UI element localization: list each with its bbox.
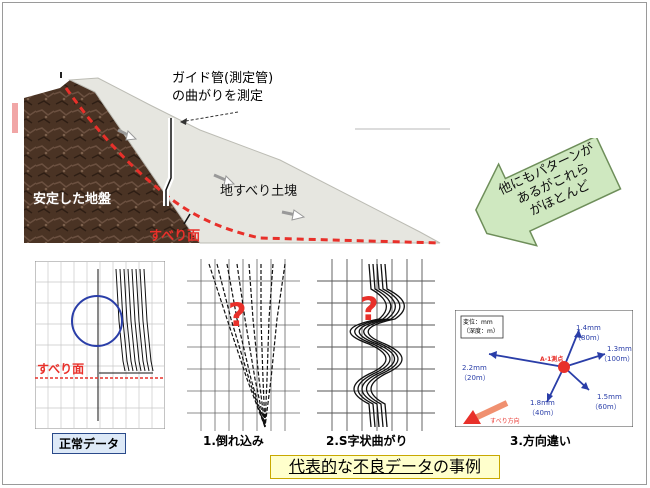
landslide-mass-body	[68, 77, 441, 244]
direction-legend-box	[460, 315, 504, 339]
measurement-point	[558, 361, 570, 373]
reading-4-value: 1.8mm	[530, 399, 555, 407]
slip-surface-label: すべり面	[149, 229, 201, 244]
s-curve-chart	[317, 259, 435, 431]
direction-slip-label: すべり方向	[490, 418, 520, 425]
guide-pipe-label-2: の曲がりを測定	[172, 89, 264, 104]
footer-title-part-1: 代表的	[288, 457, 337, 476]
footer-title: 代表的な不良データの事例	[270, 455, 500, 479]
reading-5-value: 2.2mm	[462, 364, 487, 372]
reading-4-depth: （40m）	[528, 409, 558, 417]
normal-data-caption: 正常データ	[52, 433, 127, 454]
note-callout	[475, 138, 622, 247]
stable-ground-body	[24, 80, 200, 243]
pointer-line	[179, 111, 239, 123]
direction-legend-line-1: 変位：mm	[463, 319, 493, 326]
footer-title-part-4: の事例	[433, 457, 482, 476]
slip-direction-arrow	[463, 400, 509, 424]
reading-1-value: 1.4mm	[576, 324, 601, 332]
direction-point-label: A-1測点	[540, 356, 564, 363]
direction-diagram	[455, 310, 633, 427]
reading-5-depth: （20m）	[460, 374, 490, 382]
slope-diagram	[12, 72, 450, 245]
guide-pipe-label-1: ガイド管(測定管)	[172, 71, 274, 86]
reading-2-value: 1.3mm	[607, 345, 632, 353]
movement-arrow-2	[213, 173, 236, 186]
normal-data-circle	[71, 295, 123, 347]
fall-chart	[187, 259, 300, 431]
reading-3-depth: （60m）	[591, 403, 621, 411]
pink-strip	[12, 103, 18, 133]
slip-surface-line	[64, 87, 441, 245]
movement-arrow-1	[117, 128, 138, 141]
normal-data-chart	[35, 261, 165, 429]
fall-question-mark: ?	[228, 296, 247, 334]
reading-2-depth: （100m）	[600, 355, 635, 363]
direction-caption: 3.方向違い	[510, 434, 571, 448]
reading-3-value: 1.5mm	[597, 393, 622, 401]
s-curve-caption: 2.S字状曲がり	[326, 434, 408, 448]
normal-slip-label: すべり面	[37, 362, 85, 376]
footer-title-part-2: な	[336, 457, 353, 476]
reading-1-depth: （80m）	[574, 334, 604, 342]
stable-ground-label: 安定した地盤	[33, 192, 112, 207]
landslide-mass-label: 地すべり土塊	[220, 184, 298, 199]
footer-title-part-3: 不良データ	[353, 457, 434, 476]
s-curve-question-mark: ?	[360, 290, 379, 328]
direction-legend-line-2: （深度：m）	[463, 328, 499, 335]
direction-legend: 変位：mm （深度：m）	[463, 318, 499, 336]
movement-arrow-3	[281, 209, 306, 221]
fall-caption: 1.倒れ込み	[203, 434, 264, 448]
